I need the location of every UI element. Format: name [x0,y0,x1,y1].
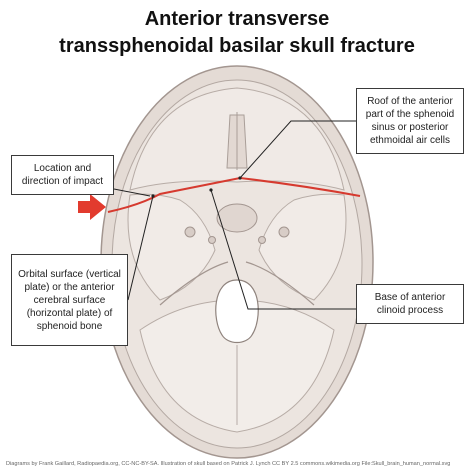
foramen-right [278,226,290,238]
label-roof-text: Roof of the anterior part of the sphenoi… [365,96,455,146]
petrous-ridge-left [159,261,229,306]
label-impact-location: Location and direction of impact [11,155,114,195]
attribution-credit: Diagrams by Frank Gaillard, Radiopaedia.… [6,461,451,467]
leader-impact [113,188,151,197]
petrous-ridge-right [245,261,315,306]
label-orbital-text: Orbital surface (vertical plate) or the … [18,268,121,332]
middle-fossa-right [258,193,347,301]
point-clinoid [209,188,213,192]
page-title-line-2: transsphenoidal basilar skull fracture [59,35,415,57]
label-clinoid-text: Base of anterior clinoid process [374,292,446,316]
sella-turcica [216,203,258,233]
leader-clinoid [210,189,356,310]
impact-arrow-icon [78,194,106,220]
page-title-line-1: Anterior transverse [144,8,330,30]
middle-fossa-left [127,193,216,301]
label-orbital-surface: Orbital surface (vertical plate) or the … [11,254,128,346]
label-anterior-clinoid: Base of anterior clinoid process [356,284,464,324]
point-roof [238,176,242,180]
foramen-right-2 [258,236,266,244]
label-roof-sphenoid-sinus: Roof of the anterior part of the sphenoi… [356,88,464,154]
foramen-left-2 [208,236,216,244]
point-orbital [151,194,155,198]
foramen-left [184,226,196,238]
foramen-magnum [215,279,259,344]
leader-roof [239,120,356,179]
leader-orbital [127,195,154,301]
label-impact-text: Location and direction of impact [21,163,104,187]
fracture-line [107,176,361,213]
